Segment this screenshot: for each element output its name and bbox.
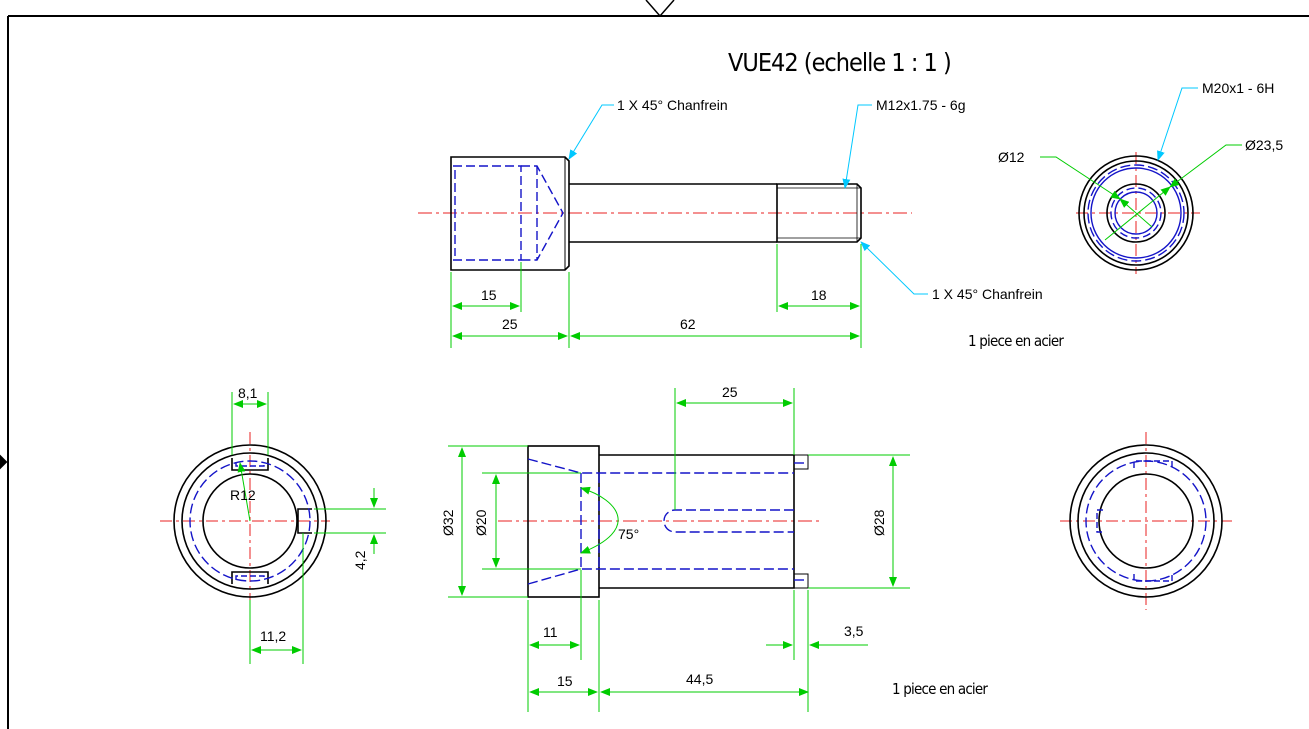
dim-slot-width: 8,1 <box>238 385 258 401</box>
dim-counterbore: 11 <box>543 624 558 640</box>
tap-label: M20x1 - 6H <box>1202 80 1274 96</box>
dim-shank: 62 <box>680 316 696 332</box>
dim-offset: 11,2 <box>260 628 286 644</box>
dim-inner-diameter: Ø20 <box>473 509 489 536</box>
dim-sleeve-body: 44,5 <box>686 671 713 687</box>
sleeve-left-view: 8,1 R12 4,2 11,2 <box>160 385 386 664</box>
dim-thread-length: 18 <box>811 287 827 303</box>
diameter-23-5-label: Ø23,5 <box>1245 137 1283 153</box>
sleeve-right-view <box>1060 432 1232 610</box>
sleeve-front-view: 25 Ø32 Ø20 75° Ø28 11 3,5 15 44,5 1 piec… <box>440 384 989 712</box>
dim-body-diameter: Ø28 <box>871 509 887 536</box>
sleeve-material-note: 1 piece en acier <box>892 680 988 698</box>
diameter-12-label: Ø12 <box>998 149 1025 165</box>
dim-head: 25 <box>502 316 518 332</box>
dim-end-gap: 3,5 <box>844 623 864 639</box>
thread-label: M12x1.75 - 6g <box>876 97 966 113</box>
dim-sleeve-head: 15 <box>557 673 573 689</box>
bolt-material-note: 1 piece en acier <box>968 332 1064 350</box>
view-title: VUE42 (echelle 1 : 1 ) <box>728 48 951 77</box>
dim-slot-length: 25 <box>722 384 738 400</box>
bolt-leaders <box>568 104 928 295</box>
dim-angle: 75° <box>618 526 639 542</box>
dim-head-bore: 15 <box>481 287 497 303</box>
bolt-front-view: 15 25 62 18 1 X 45° Chanfrein M12x1.75 -… <box>418 97 1065 350</box>
dim-outer-diameter: Ø32 <box>440 509 456 536</box>
bolt-dimensions <box>450 244 862 348</box>
chamfer-bottom-label: 1 X 45° Chanfrein <box>932 286 1043 302</box>
dim-radius: R12 <box>230 487 256 503</box>
dim-notch: 4,2 <box>352 550 368 570</box>
chamfer-top-label: 1 X 45° Chanfrein <box>617 97 728 113</box>
bolt-end-view: M20x1 - 6H Ø12 Ø23,5 <box>998 80 1283 274</box>
bolt-hidden-socket <box>453 165 564 261</box>
